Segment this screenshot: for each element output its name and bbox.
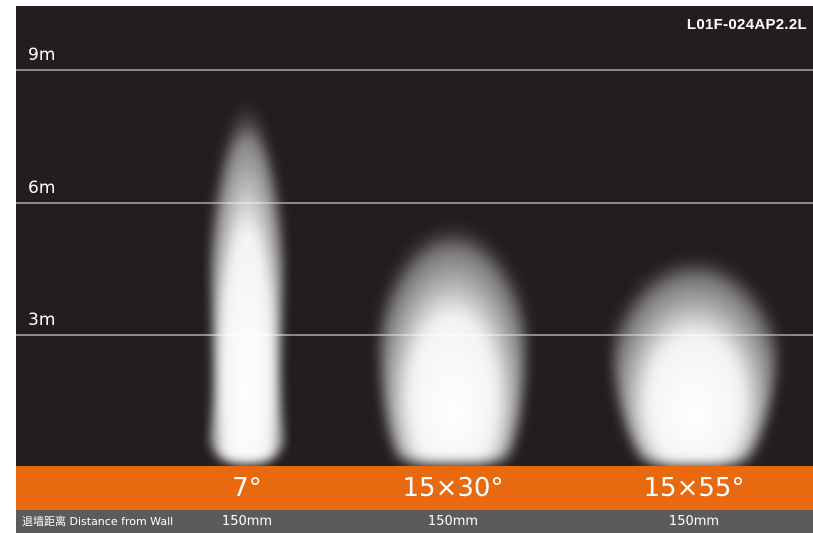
- beam-angle-1: 7°: [232, 473, 262, 503]
- beam-light-3: [600, 216, 790, 468]
- beam-light-1: [192, 16, 302, 468]
- model-code: L01F-024AP2.2L: [686, 16, 807, 33]
- height-label-9m: 9m: [28, 45, 56, 65]
- distance-from-wall-label: 退墙距离 Distance from Wall: [22, 515, 174, 528]
- distance-value-1: 150mm: [221, 514, 273, 529]
- gridline-6m: [16, 202, 813, 204]
- beam-angle-2: 15×30°: [402, 473, 504, 503]
- beam-light-2: [368, 176, 538, 468]
- distance-value-2: 150mm: [427, 514, 479, 529]
- height-label-3m: 3m: [28, 310, 56, 330]
- distance-bar: 退墙距离 Distance from Wall 150mm 150mm 150m…: [16, 510, 813, 533]
- height-label-6m: 6m: [28, 178, 56, 198]
- gridline-9m: [16, 69, 813, 71]
- beam-angle-3: 15×55°: [643, 473, 745, 503]
- distance-value-3: 150mm: [668, 514, 720, 529]
- beam-angle-bar: 7° 15×30° 15×55°: [16, 466, 813, 510]
- beam-diagram: L01F-024AP2.2L 9m 6m 3m: [16, 6, 813, 533]
